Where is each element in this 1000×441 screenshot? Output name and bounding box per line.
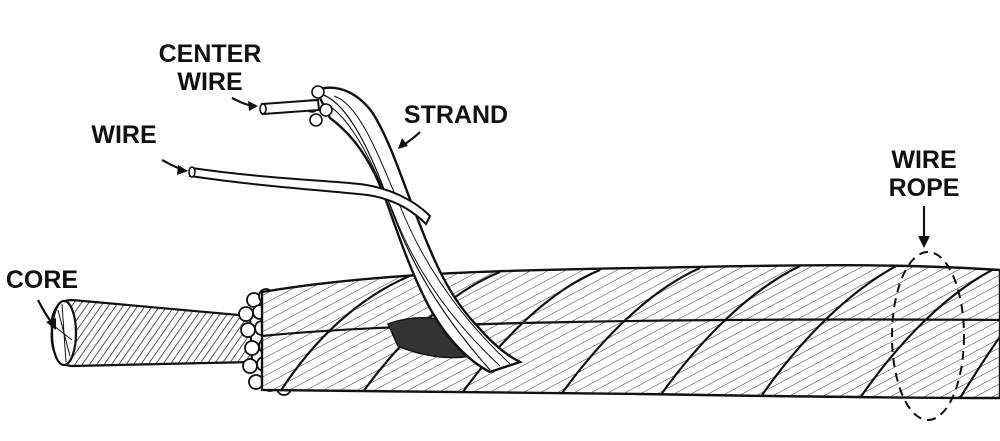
wire-rope-section-marker [891,251,965,421]
rope-body [260,264,1000,400]
center-wire-label-line2: WIRE [177,68,243,96]
strand-label: STRAND [403,101,509,129]
arrow-heads [46,101,930,330]
center-wire-label: CENTER WIRE [150,40,270,96]
single-wire [188,166,432,226]
center-wire [259,98,321,116]
center-wire-label-line1: CENTER [158,40,262,68]
wire-label: WIRE [91,121,157,149]
wire-rope-label-line1: WIRE [891,146,957,174]
core-label: CORE [5,266,79,294]
wire-rope-label: WIRE ROPE [872,146,976,202]
wire-rope-label-line2: ROPE [888,174,960,202]
core-fiber [50,298,254,368]
